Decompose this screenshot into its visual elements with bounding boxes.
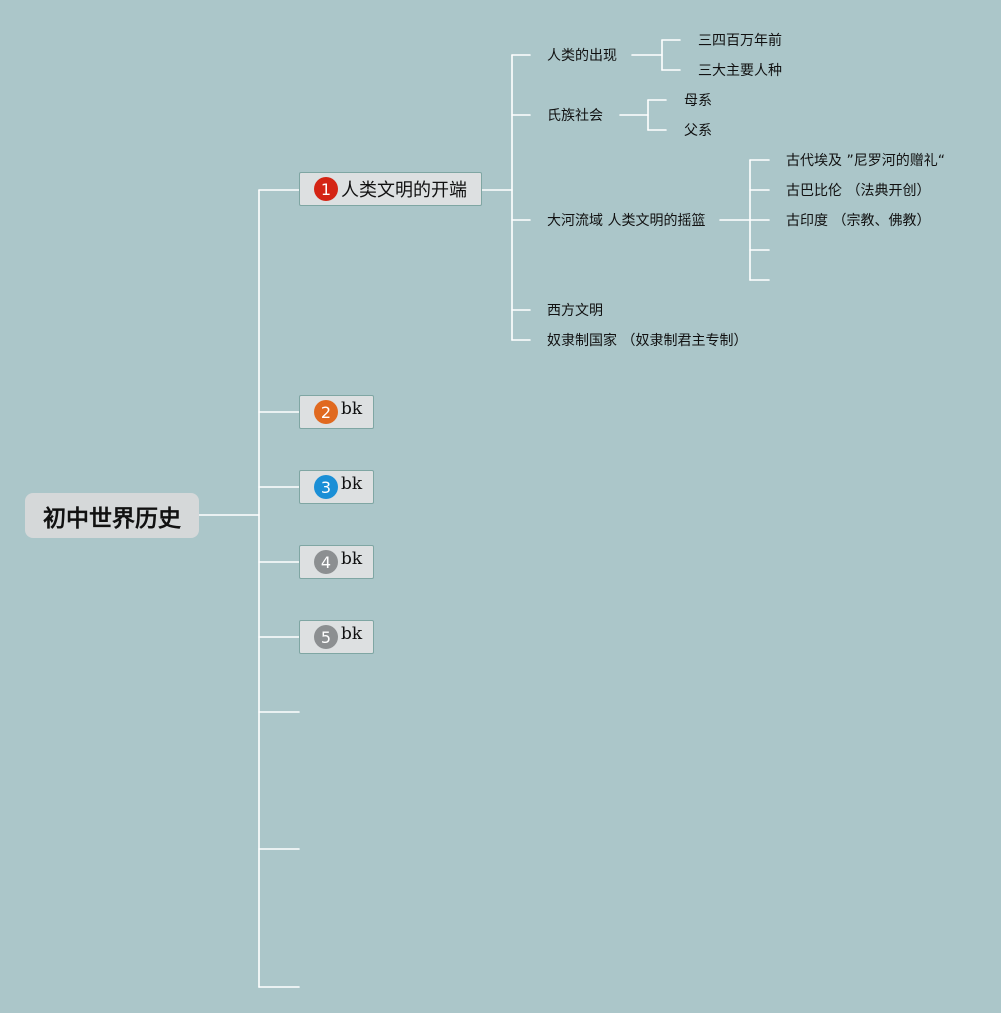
number-badge-icon: 4 <box>314 550 338 574</box>
branch-label: bk <box>341 624 363 644</box>
branch-4[interactable]: 4 bk <box>299 545 374 579</box>
branch-label: 人类文明的开端 <box>341 180 467 201</box>
subtopic-river-2[interactable]: 古巴比伦 （法典开创） <box>786 183 931 199</box>
root-topic[interactable]: 初中世界历史 <box>25 493 199 538</box>
subtopic-clan-1[interactable]: 母系 <box>684 93 712 109</box>
number-badge-icon: 5 <box>314 625 338 649</box>
branch-label: bk <box>341 549 363 569</box>
topic-humans[interactable]: 人类的出现 <box>547 48 617 64</box>
topic-clan[interactable]: 氏族社会 <box>547 108 603 124</box>
branch-label: bk <box>341 474 363 494</box>
subtopic-river-1[interactable]: 古代埃及 ”尼罗河的赠礼“ <box>786 153 945 169</box>
branch-5[interactable]: 5 bk <box>299 620 374 654</box>
branch-2[interactable]: 2 bk <box>299 395 374 429</box>
number-badge-icon: 1 <box>314 177 338 201</box>
topic-river[interactable]: 大河流域 人类文明的摇篮 <box>547 213 706 229</box>
branch-1[interactable]: 1 人类文明的开端 <box>299 172 482 206</box>
subtopic-river-3[interactable]: 古印度 （宗教、佛教） <box>786 213 931 229</box>
branch-3[interactable]: 3 bk <box>299 470 374 504</box>
number-badge-icon: 2 <box>314 400 338 424</box>
number-badge-icon: 3 <box>314 475 338 499</box>
topic-west[interactable]: 西方文明 <box>547 303 603 319</box>
subtopic-clan-2[interactable]: 父系 <box>684 123 712 139</box>
topic-slave[interactable]: 奴隶制国家 （奴隶制君主专制） <box>547 333 748 349</box>
root-topic-label: 初中世界历史 <box>43 505 181 532</box>
subtopic-humans-1[interactable]: 三四百万年前 <box>698 33 782 49</box>
subtopic-humans-2[interactable]: 三大主要人种 <box>698 63 782 79</box>
branch-label: bk <box>341 399 363 419</box>
